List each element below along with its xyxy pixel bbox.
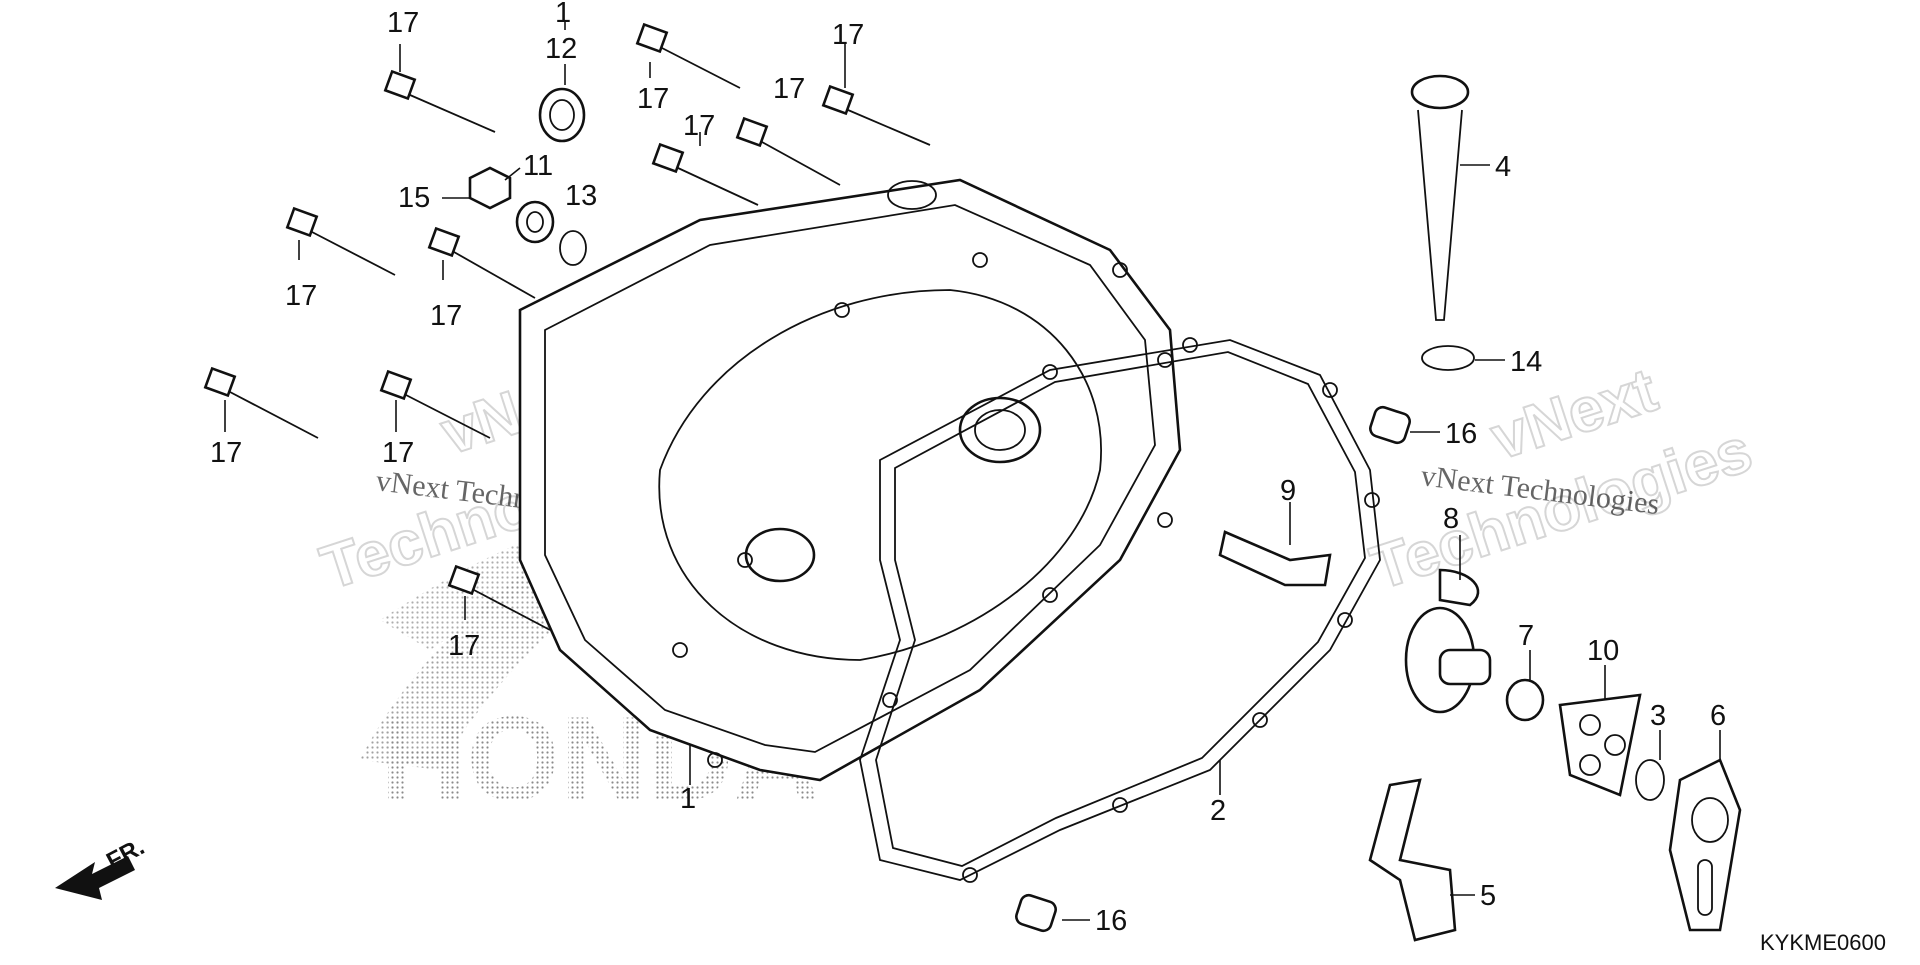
callout: 8 [1443,503,1459,535]
callout: 17 [430,300,462,332]
washer [515,200,555,244]
callout: 17 [637,83,669,115]
callout: 1 [680,783,696,815]
stud-bolt [1218,530,1332,587]
callout: 10 [1587,635,1619,667]
bolt [651,142,759,206]
callout: 1 [555,0,571,29]
oil-seal [538,87,586,143]
bolt [285,206,396,276]
dowel-pin-upper [1369,405,1411,445]
dowel-pin-lower [1015,893,1057,933]
callout: 12 [545,33,577,65]
callout: 17 [285,280,317,312]
o-ring-13 [559,230,587,266]
bolt [203,366,319,439]
callout: 17 [387,7,419,39]
o-ring-14 [1421,345,1475,371]
flange-bolts [203,22,931,631]
lifter-plate [1558,693,1642,797]
callout: 3 [1650,700,1666,732]
callout-labels: 1 12 17 17 17 17 17 11 15 13 17 17 17 17… [210,0,1726,937]
crankcase-cover-gasket [859,337,1381,883]
callout: 15 [398,182,430,214]
callout: 14 [1510,346,1542,378]
clutch-lever-arm [1368,778,1457,942]
bolt [383,69,496,133]
diagram-code: KYKME0600 [1760,930,1886,955]
leader-lines [224,21,1721,921]
callout: 16 [1445,418,1477,450]
callout: 6 [1710,700,1726,732]
bolt [735,116,841,186]
callout: 17 [382,437,414,469]
callout: 17 [448,630,480,662]
bolt [379,369,491,439]
bolt [427,226,536,299]
callout: 13 [565,180,597,212]
clutch-lifter-spring-clip [1505,678,1545,722]
callout: 11 [523,150,553,182]
oil-level-gauge [1410,74,1470,321]
callout: 17 [773,73,805,105]
callout: 9 [1280,475,1296,507]
front-direction-indicator: FR. [55,833,149,900]
bolt [635,22,741,89]
callout: 5 [1480,880,1496,912]
clutch-lever-plate [1668,758,1742,932]
front-arrow-icon [55,856,135,900]
clutch-lifter-cam [1404,568,1492,714]
right-crankcase-cover [518,178,1182,782]
callout: 16 [1095,905,1127,937]
circlip [1635,759,1665,801]
nut [468,166,512,210]
bolt [447,564,551,631]
callout: 4 [1495,151,1511,183]
callout: 17 [832,19,864,51]
watermark-right: vNext Technologies vNext Technologies [1362,355,1761,605]
callout: 7 [1518,620,1534,652]
callout: 2 [1210,795,1226,827]
callout: 17 [683,110,715,142]
callout: 17 [210,437,242,469]
bolt [821,84,931,146]
